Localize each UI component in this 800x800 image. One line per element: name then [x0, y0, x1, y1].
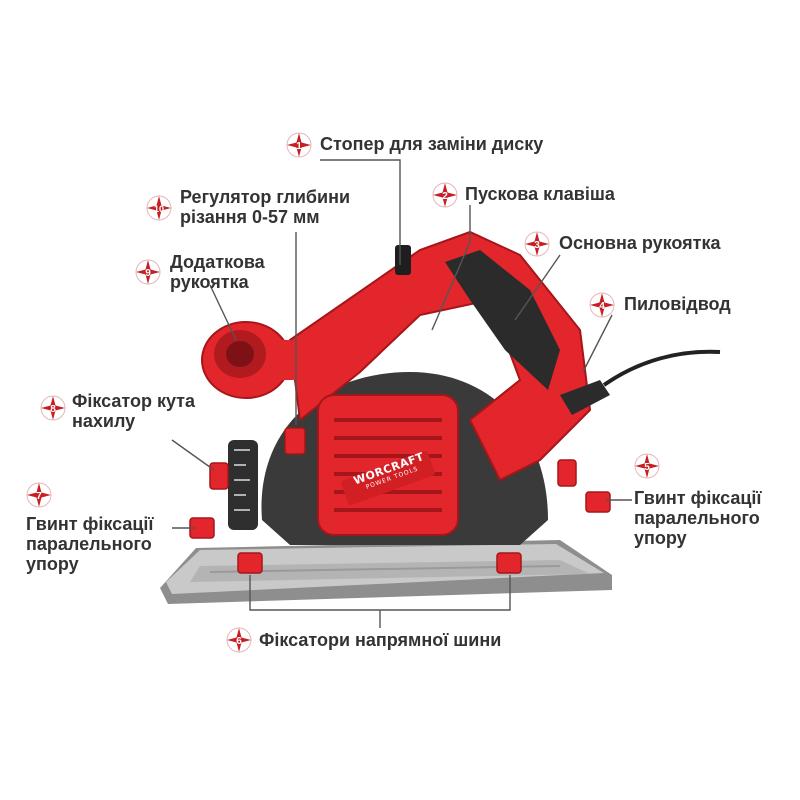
- bevel-scale: [228, 440, 258, 530]
- red-knobs: [189, 427, 611, 574]
- blade-lock-button: [395, 245, 411, 275]
- svg-text:2: 2: [442, 191, 448, 202]
- callout-9-badge-icon: 9: [135, 259, 161, 285]
- callout-1-badge-icon: 1: [286, 132, 312, 158]
- svg-text:5: 5: [644, 462, 650, 473]
- callout-8-label: Фіксатор кута нахилу: [72, 391, 196, 431]
- base-plate: [160, 540, 612, 604]
- callout-6-label: Фіксатори напрямної шини: [259, 630, 502, 650]
- svg-text:3: 3: [534, 240, 540, 251]
- callout-2-badge-icon: 2: [432, 182, 458, 208]
- callout-3-badge-icon: 3: [524, 231, 550, 257]
- callout-9-label: Додаткова рукоятка: [170, 252, 265, 292]
- callout-5-badge-icon: 5: [634, 453, 660, 479]
- motor-housing: [317, 394, 459, 536]
- callout-7-badge-icon: 7: [26, 482, 52, 508]
- callout-8-badge-icon: 8: [40, 395, 66, 421]
- svg-text:7: 7: [36, 491, 42, 502]
- callout-1-label: Стопер для заміни диску: [320, 134, 544, 154]
- callout-2-label: Пускова клавіша: [465, 184, 615, 204]
- svg-text:1: 1: [296, 141, 302, 152]
- callout-3-label: Основна рукоятка: [559, 233, 721, 253]
- callout-6-badge-icon: 6: [226, 627, 252, 653]
- dust-port: [560, 349, 721, 415]
- callout-4-badge-icon: 4: [589, 292, 615, 318]
- leader-lines: [171, 159, 632, 628]
- svg-text:8: 8: [50, 404, 56, 415]
- auxiliary-handle: [201, 321, 310, 399]
- svg-text:10: 10: [154, 204, 164, 214]
- callout-4-label: Пиловідвод: [624, 294, 731, 314]
- callout-5-label: Гвинт фіксації паралельного упору: [634, 488, 762, 548]
- callout-10-badge-icon: 10: [146, 195, 172, 221]
- svg-text:9: 9: [145, 268, 151, 279]
- svg-text:6: 6: [236, 636, 242, 647]
- svg-text:4: 4: [599, 301, 605, 312]
- callout-10-label: Регулятор глибини різання 0-57 мм: [180, 187, 351, 227]
- callout-7-label: Гвинт фіксації паралельного упору: [26, 514, 154, 574]
- saw-body: [288, 230, 592, 482]
